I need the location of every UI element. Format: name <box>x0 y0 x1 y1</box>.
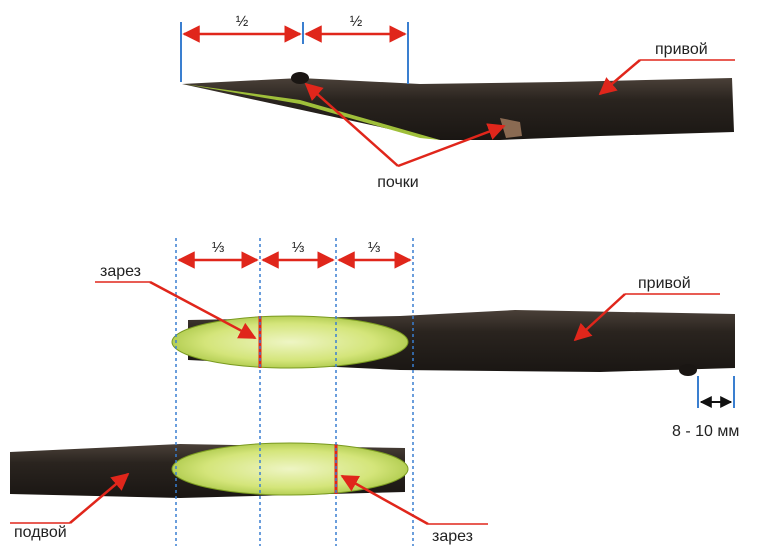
bottom-cut-upper-label: зарез <box>100 263 141 280</box>
bottom-rootstock-label: подвой <box>14 524 67 541</box>
top-buds-label: почки <box>377 174 418 191</box>
bottom-fraction-1: ⅓ <box>212 239 225 256</box>
bottom-figure: ⅓ ⅓ ⅓ зарез привой 8 - 10 мм подвой заре… <box>10 238 739 546</box>
bottom-cut-lower-label: зарез <box>432 528 473 545</box>
top-bud-1 <box>291 72 309 84</box>
top-fraction-1: ½ <box>236 13 249 30</box>
bottom-dimension-label: 8 - 10 мм <box>672 423 739 440</box>
top-fraction-2: ½ <box>350 13 363 30</box>
bottom-rootstock-cut-face <box>172 443 408 495</box>
top-figure: ½ ½ привой почки <box>181 13 735 191</box>
bottom-scion-bud <box>679 364 697 376</box>
bottom-fraction-2: ⅓ <box>292 239 305 256</box>
bottom-scion-cut-face <box>172 316 408 368</box>
bottom-fraction-3: ⅓ <box>368 239 381 256</box>
top-scion-label: привой <box>655 41 708 58</box>
top-scion-branch <box>182 78 734 140</box>
bottom-scion-label: привой <box>638 275 691 292</box>
